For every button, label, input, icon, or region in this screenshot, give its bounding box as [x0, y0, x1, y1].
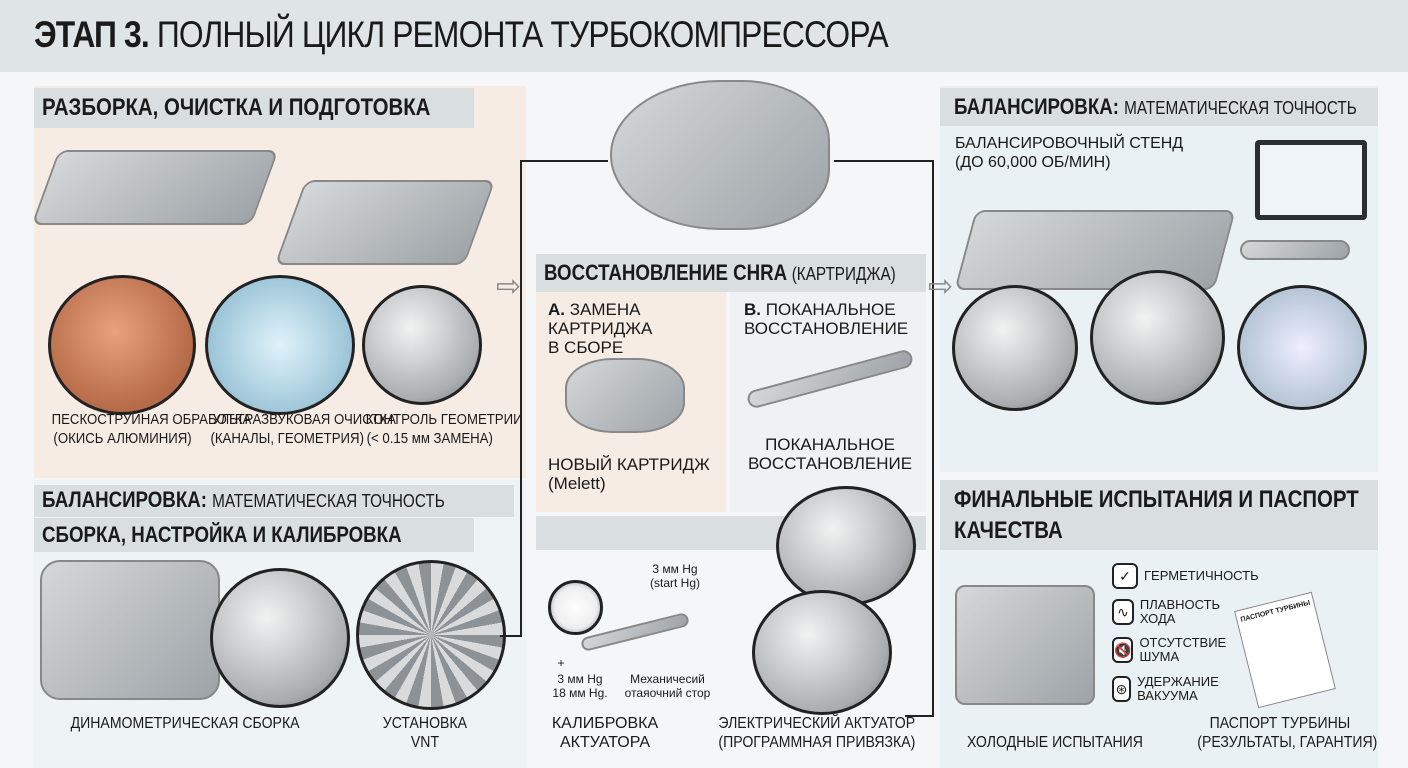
caption-ultrasonic: УЛЬТРАЗВУКОВАЯ ОЧИСТКА(КАНАЛЫ, ГЕОМЕТРИЯ… [210, 411, 396, 447]
caption-actuator: ЭЛЕКТРИЧЕСКИЙ АКТУАТОР(ПРОГРАММНАЯ ПРИВЯ… [718, 715, 916, 751]
check-tightness: ✓ГЕРМЕТИЧНОСТЬ [1112, 563, 1259, 589]
gauge-plus: + [557, 656, 565, 670]
flow-line [520, 160, 522, 635]
torque-assembly-image [40, 560, 220, 700]
test-bench-image [955, 585, 1095, 705]
new-cartridge-image [565, 358, 685, 433]
shield-check-icon: ✓ [1112, 563, 1138, 589]
caption-cold-test: ХОЛОДНЫЕ ИСПЫТАНИЯ [967, 734, 1143, 751]
seals-tray-image [274, 180, 496, 265]
check-noise: 🔇ОТСУТСТВИЕ ШУМА [1112, 635, 1227, 664]
balancing-detail-image [1090, 270, 1225, 405]
electric-actuator-image [752, 590, 892, 715]
arrow-right-icon: ⇨ [928, 270, 954, 303]
page-title: ЭТАП 3. ПОЛНЫЙ ЦИКЛ РЕМОНТА ТУРБОКОМПРЕС… [34, 14, 889, 55]
torque-detail-image [210, 568, 350, 708]
sandblast-image [48, 275, 196, 415]
ultrasonic-image [205, 275, 355, 415]
geometry-check-image [362, 285, 482, 405]
chra-a-caption: НОВЫЙ КАРТРИДЖ(Melett) [548, 455, 710, 493]
balancing-stand-label: БАЛАНСИРОВОЧНЫЙ СТЕНД(ДО 60,000 ОБ/МИН) [955, 135, 1184, 171]
section-heading-balancing: БАЛАНСИРОВКА: МАТЕМАТИЧЕСКАЯ ТОЧНОСТЬ [940, 88, 1378, 126]
section-heading-balancing-left: БАЛАНСИРОВКА: МАТЕМАТИЧЕСКАЯ ТОЧНОСТЬ [34, 485, 514, 517]
flow-line [500, 635, 522, 637]
check-vacuum: ⊛УДЕРЖАНИЕ ВАКУУМА [1112, 675, 1237, 703]
flow-line [905, 715, 934, 717]
section-heading-chra: ВОССТАНОВЛЕНИЕ CHRA (КАРТРИДЖА) [536, 254, 926, 292]
chra-b-title: B. ПОКАНАЛЬНОЕ ВОССТАНОВЛЕНИЕ [744, 300, 909, 338]
turbo-cutaway-image [610, 80, 830, 230]
chra-a-title: A. ЗАМЕНА КАРТРИДЖА В СБОРЕ [548, 300, 653, 357]
monitor-image [1255, 140, 1367, 220]
pressure-gauge-image [548, 580, 603, 635]
bearing-detail-image [952, 285, 1078, 411]
vnt-image [356, 560, 506, 710]
flow-line [932, 160, 934, 715]
turbo-actuator-image [776, 486, 916, 606]
section-heading-final: ФИНАЛЬНЫЕ ИСПЫТАНИЯ И ПАСПОРТ КАЧЕСТВА [940, 480, 1378, 550]
caption-calibration: КАЛИБРОВКА АКТУАТОРА [551, 715, 659, 751]
flow-line [520, 160, 608, 162]
check-smoothness: ∿ПЛАВНОСТЬ ХОДА [1112, 598, 1237, 626]
gauge-label-top: 3 мм Hg(start Hg) [649, 562, 700, 590]
caption-passport: ПАСПОРТ ТУРБИНЫ(РЕЗУЛЬТАТЫ, ГАРАНТИЯ) [1197, 715, 1378, 751]
parts-tray-image [31, 150, 279, 225]
section-heading-disassembly: РАЗБОРКА, ОЧИСТКА И ПОДГОТОВКА [34, 88, 474, 128]
caption-torque: ДИНАМОМЕТРИЧЕСКАЯ СБОРКА [70, 715, 300, 732]
caption-sandblast: ПЕСКОСТРУЙНАЯ ОБРАБОТКА(ОКИСЬ АЛЮМИНИЯ) [51, 411, 252, 447]
section-heading-assembly: СБОРКА, НАСТРОЙКА И КАЛИБРОВКА [34, 518, 474, 552]
flow-line [834, 160, 934, 162]
caption-geometry: КОНТРОЛЬ ГЕОМЕТРИИ(< 0.15 мм ЗАМЕНА) [365, 411, 523, 447]
wave-icon: ∿ [1112, 599, 1134, 625]
balancing-stand-image [954, 210, 1236, 290]
chra-b-caption: ПОКАНАЛЬНОЕ ВОССТАНОВЛЕНИЕ [747, 435, 913, 473]
vacuum-gauge-icon: ⊛ [1112, 676, 1132, 702]
header-band: ЭТАП 3. ПОЛНЫЙ ЦИКЛ РЕМОНТА ТУРБОКОМПРЕС… [0, 0, 1408, 72]
keyboard-image [1240, 240, 1350, 260]
arrow-right-icon: ⇨ [496, 270, 522, 303]
mute-icon: 🔇 [1112, 637, 1134, 663]
impeller-hand-image [1237, 285, 1367, 410]
